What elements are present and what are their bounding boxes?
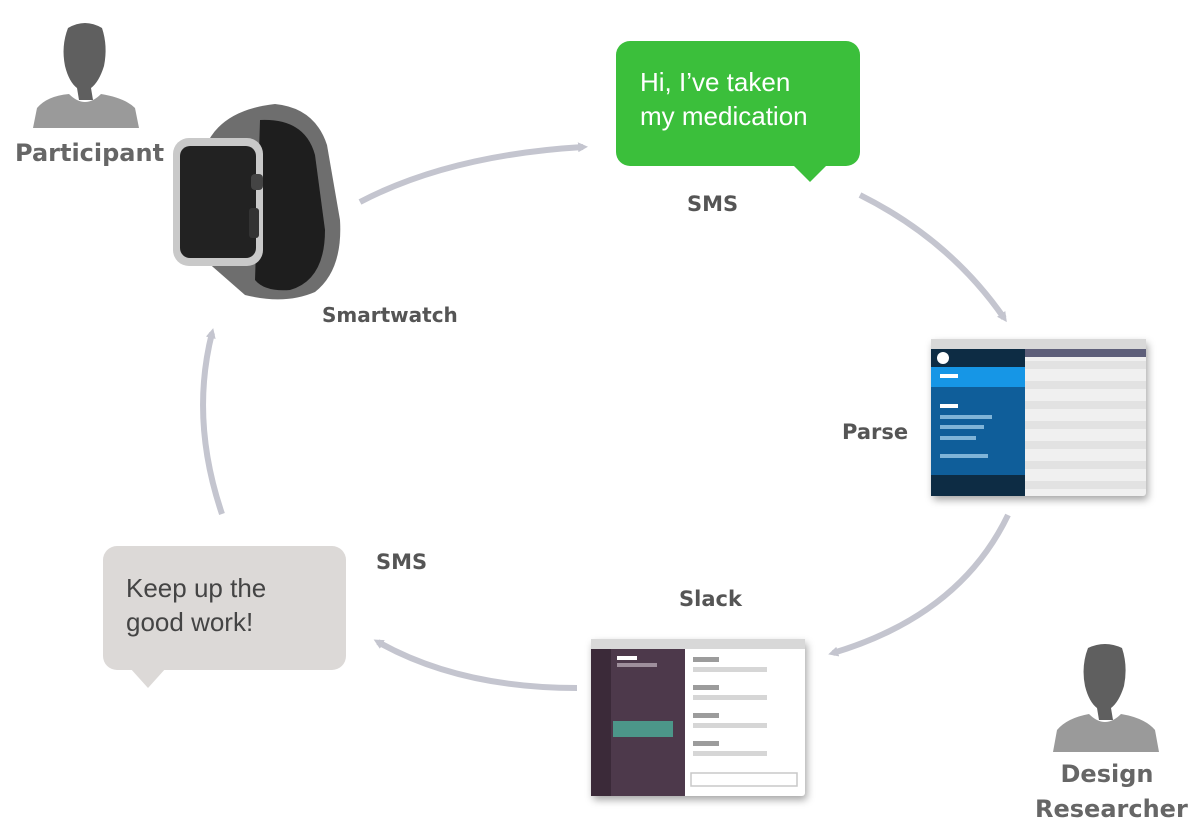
- smartwatch: [165, 100, 350, 305]
- smartwatch-icon: [173, 104, 341, 300]
- sms-in-label: SMS: [376, 550, 428, 574]
- sms-in-bubble: Keep up the good work!: [103, 546, 346, 670]
- arrow-sms-to-watch: [200, 328, 225, 515]
- slack-label: Slack: [679, 587, 742, 611]
- parse-dashboard-icon: [931, 339, 1146, 496]
- sms-out-line2: my medication: [640, 101, 808, 131]
- participant-label: Participant: [15, 139, 165, 167]
- person-icon: [33, 23, 139, 128]
- researcher-label-line2: Researcher: [1035, 795, 1188, 823]
- slack-window: [591, 639, 805, 796]
- sms-out-line1: Hi, I’ve taken: [640, 67, 791, 97]
- sms-in-tail: [130, 668, 166, 688]
- sms-out-tail: [792, 164, 828, 182]
- sms-out-label: SMS: [687, 192, 739, 216]
- researcher-label-line1: Design: [1060, 760, 1154, 788]
- person-icon: [1053, 644, 1159, 752]
- sms-in-line1: Keep up the: [126, 573, 267, 603]
- arrow-parse-to-slack: [828, 513, 1011, 657]
- slack-window-icon: [591, 639, 805, 796]
- arrow-watch-to-sms: [358, 142, 588, 205]
- participant: Participant: [15, 18, 165, 178]
- sms-in-line2: good work!: [126, 607, 254, 637]
- smartwatch-label: Smartwatch: [322, 303, 458, 327]
- arrow-sms-to-parse: [858, 192, 1007, 323]
- parse-window: [931, 339, 1146, 496]
- parse-label: Parse: [842, 420, 909, 444]
- arrow-slack-to-sms: [373, 639, 578, 691]
- sms-out-bubble: Hi, I’ve taken my medication: [616, 41, 860, 166]
- design-researcher: Design Researcher: [1035, 642, 1188, 831]
